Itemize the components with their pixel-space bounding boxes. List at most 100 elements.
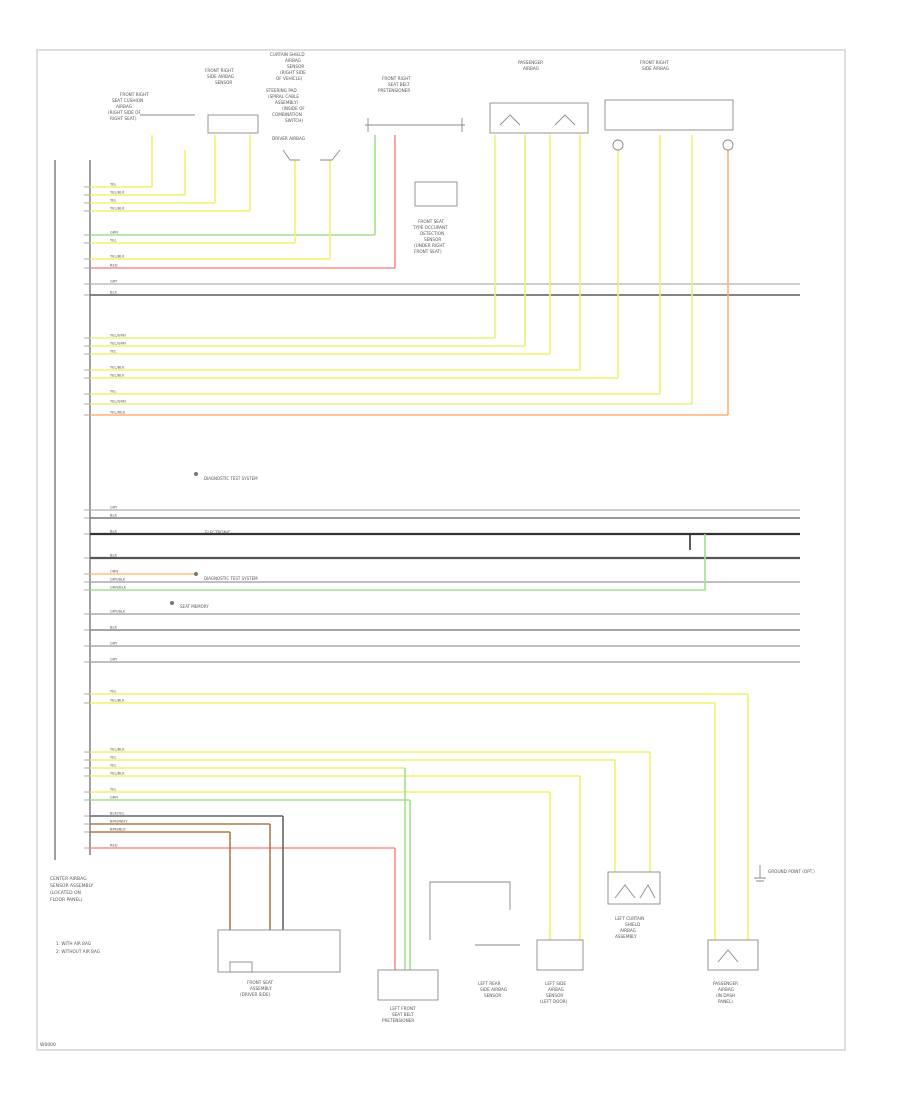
wire-color-label: GRY xyxy=(110,506,118,510)
wire-w28: GRY xyxy=(90,642,800,647)
wire-w05: GRN xyxy=(90,231,375,236)
wire-color-label: BLK xyxy=(110,291,117,295)
wire-color-label: BLK xyxy=(110,626,117,630)
wire-color-label: YEL xyxy=(110,788,116,792)
wire-color-label: YEL xyxy=(110,183,116,187)
wire-w09: GRY xyxy=(90,280,800,285)
wire-w39: BRN/WHT xyxy=(90,820,270,825)
wire-w30: YEL xyxy=(90,690,748,695)
wire-layer: YEL YEL/BLK YEL YEL/BLK GRN YEL YEL/BLK RED GRY B… xyxy=(90,183,800,849)
wire-w40: BRN/BLK xyxy=(90,828,230,833)
wire-color-label: RED xyxy=(110,844,118,848)
wire-color-label: GRY/BLK xyxy=(110,610,126,614)
wire-color-label: YEL xyxy=(110,390,116,394)
wire-w15: YEL/BLK xyxy=(90,374,618,379)
legend-with-airbag: 1: WITH AIR BAG xyxy=(56,941,91,946)
wire-w18: YEL/RED xyxy=(90,411,728,416)
wire-color-label: RED xyxy=(110,264,118,268)
wire-color-label: GRN xyxy=(110,796,118,800)
center-airbag-sensor-connector xyxy=(54,160,91,860)
splice-marker xyxy=(194,572,198,576)
wire-color-label: GRY xyxy=(110,280,118,284)
wire-w12: YEL/GRN xyxy=(90,342,525,347)
wire-color-label: BLK xyxy=(110,530,117,534)
wire-color-label: YEL/BLK xyxy=(110,207,125,211)
wire-w20: BLK xyxy=(90,514,800,519)
ground-symbol xyxy=(754,865,766,882)
wire-color-label: GRY/BLK xyxy=(110,578,126,582)
wire-color-label: YEL xyxy=(110,756,116,760)
wire-w11: YEL/GRN xyxy=(90,334,495,339)
wire-w29: GRY xyxy=(90,658,800,663)
wire-color-label: YEL/BLK xyxy=(110,255,125,259)
wire-color-label: BRN/WHT xyxy=(110,820,128,824)
wire-color-label: YEL/BLK xyxy=(110,366,125,370)
wire-w32: YEL/BLK xyxy=(90,748,650,753)
wire-w38: BLK/YEL xyxy=(90,812,283,817)
wire-w33: YEL xyxy=(90,756,615,761)
wire-w41: RED xyxy=(90,844,395,849)
wire-w07: YEL/BLK xyxy=(90,255,330,260)
wire-w21: BLK xyxy=(90,530,800,536)
wire-color-label: YEL/BLK xyxy=(110,748,125,752)
wire-color-label: GRN xyxy=(110,231,118,235)
bus-note: DIAGNOSTIC TEST SYSTEM xyxy=(204,576,258,581)
wire-w13: YEL xyxy=(90,350,550,355)
wire-color-label: YEL/BLK xyxy=(110,191,125,195)
splice-marker xyxy=(170,601,174,605)
bus-notes: DIAGNOSTIC TEST SYSTEM ELECTRONIC DIAGNO… xyxy=(170,472,258,609)
bus-note: SEAT MEMORY xyxy=(180,604,209,609)
ground-note: GROUND POINT (OPT.) xyxy=(768,869,815,874)
wire-color-label: GRY xyxy=(110,642,118,646)
figure-id: W0000 xyxy=(40,1042,56,1048)
wire-color-label: BRN/BLK xyxy=(110,828,126,832)
wire-w35: YEL/BLK xyxy=(90,772,580,777)
wire-w17: YEL/GRN xyxy=(90,400,692,405)
wire-w26: GRY/BLK xyxy=(90,610,800,615)
wire-w34: YEL xyxy=(90,764,405,769)
component-leads xyxy=(151,135,749,970)
wire-w22: BLK xyxy=(90,554,800,560)
wire-w24: GRY/BLK xyxy=(90,578,800,583)
wire-w37: GRN xyxy=(90,796,410,801)
bus-note: ELECTRONIC xyxy=(205,530,231,535)
wire-color-label: YEL/RED xyxy=(110,411,125,415)
wire-color-label: BLK xyxy=(110,514,117,518)
wire-color-label: YEL xyxy=(110,690,116,694)
wire-color-label: YEL xyxy=(110,239,116,243)
wire-w03: YEL xyxy=(90,199,215,204)
wire-color-label: BLK xyxy=(110,554,117,558)
wire-w14: YEL/BLK xyxy=(90,366,580,371)
wire-w04: YEL/BLK xyxy=(90,207,250,212)
wire-w10: BLK xyxy=(90,291,800,296)
wire-color-label: BLK/YEL xyxy=(110,812,125,816)
wire-w01: YEL xyxy=(90,183,152,188)
wire-color-label: YEL/GRN xyxy=(110,400,126,404)
diagram-border xyxy=(36,49,846,1051)
wire-color-label: YEL xyxy=(110,350,116,354)
wire-w02: YEL/BLK xyxy=(90,191,185,196)
